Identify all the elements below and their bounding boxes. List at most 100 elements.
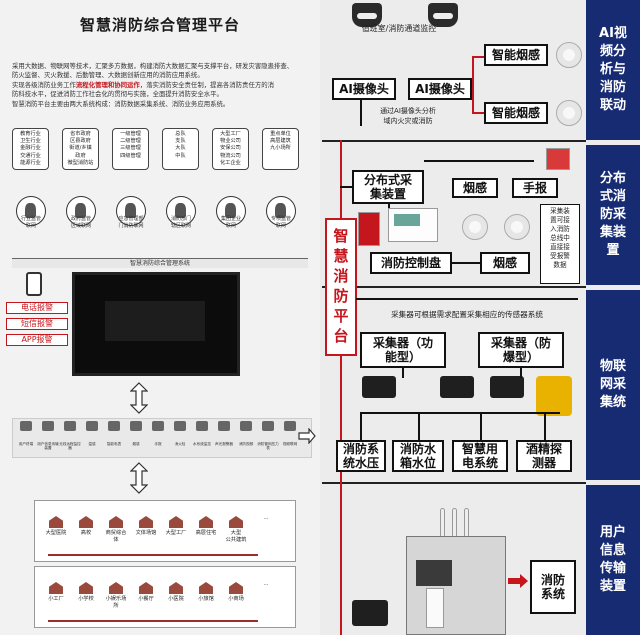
device-label: 水系统监控 <box>193 442 211 446</box>
scene-item: 小娱乐场所 <box>104 582 128 609</box>
timeline <box>48 620 258 622</box>
category-box: 省市政府 区县政府 街道/乡镇 政府 微型消防站 <box>62 128 99 170</box>
connector <box>480 412 482 440</box>
scene-item: 大型医院 <box>44 516 68 537</box>
category-box: 总队 支队 大队 中队 <box>162 128 199 170</box>
device-icon <box>170 421 190 437</box>
connector <box>340 186 352 188</box>
sensor-device-icon <box>440 376 474 398</box>
hub-label: 应急管理部 门消防联网 <box>118 216 144 229</box>
scene-item: ··· <box>263 516 269 522</box>
connector <box>520 368 522 378</box>
left-panel: 智慧消防综合管理平台 采用大数据、物联网等技术，汇聚多方数据，构建消防大数据汇聚… <box>0 0 320 635</box>
device-label: 声光报警器 <box>215 442 233 446</box>
smoke-detector-icon <box>462 214 488 240</box>
ai-note: 通过AI摄像头分析 域内火灾或消防 <box>380 107 436 125</box>
device-label: 消火栓 <box>174 442 186 446</box>
inspector-icon <box>266 196 296 226</box>
double-arrow-icon <box>130 382 148 414</box>
connector <box>360 100 362 126</box>
antenna-icon <box>440 508 445 538</box>
collector-device-icon <box>358 212 380 246</box>
manual-call-point-icon <box>546 148 570 170</box>
device-label: 视频联网 <box>282 442 298 446</box>
printer-paper-icon <box>426 588 444 628</box>
app-alarm: APP报警 <box>6 334 68 346</box>
scene-item: 小餐厅 <box>134 582 158 603</box>
device-icon <box>192 421 212 437</box>
collector-note: 采集装 置可接 入消防 总线中 直接接 受报警 数据 <box>540 204 580 284</box>
scene-item: 商贸综合体 <box>104 516 128 543</box>
device-icon <box>38 421 58 437</box>
iot-item-box: 酒精探 测器 <box>516 440 572 472</box>
device-icon <box>280 421 300 437</box>
fire-control-panel-box: 消防控制盘 <box>370 252 452 274</box>
device-label: 消防视频 <box>238 442 254 446</box>
device-icon <box>214 421 234 437</box>
small-scene-box <box>34 566 296 628</box>
gas-detector-icon <box>536 376 572 416</box>
section-divider <box>322 140 586 142</box>
firefighter-icon <box>166 196 196 226</box>
building-icon <box>229 582 243 594</box>
scene-item: 小工厂 <box>44 582 68 603</box>
category-box: 教育行业 卫生行业 金融行业 交通行业 能源行业 <box>12 128 49 170</box>
scene-item: 大型工厂 <box>164 516 188 537</box>
connector <box>360 412 560 414</box>
fire-system-box: 消防 系统 <box>530 560 576 614</box>
system-bar: 智慧消防综合管理系统 <box>12 258 308 268</box>
device-icon <box>82 421 102 437</box>
category-box: 大型工厂 物业公司 安保公司 物流公司 化工企业 <box>212 128 249 170</box>
device-icon <box>126 421 146 437</box>
iot-note: 采集器可根据需求配置采集相应的传感器系统 <box>391 310 543 319</box>
band-iot: 物联 网采 集统 <box>586 290 640 480</box>
band-transmission: 用户 信息 传输 装置 <box>586 485 640 635</box>
device-label: 烟感 <box>132 442 140 446</box>
building-icon <box>139 582 153 594</box>
device-icon <box>60 421 80 437</box>
connector <box>472 56 474 114</box>
scene-item: 小商场 <box>224 582 248 603</box>
building-icon <box>79 516 93 528</box>
scene-item: 高校 <box>74 516 98 537</box>
device-label: 手报 <box>154 442 162 446</box>
device-icon <box>258 421 278 437</box>
sms-alarm: 短信报警 <box>6 318 68 330</box>
device-icon <box>148 421 168 437</box>
collector-explosion-proof-box: 采集器（防 爆型） <box>478 332 564 368</box>
connector <box>472 56 484 58</box>
camera-label: 值班室/消防通道监控 <box>361 24 437 33</box>
building-icon <box>199 582 213 594</box>
iot-item-box: 消防水 箱水位 <box>392 440 444 472</box>
building-icon <box>49 582 63 594</box>
camera-icon <box>428 3 458 27</box>
connector <box>418 412 420 440</box>
scene-item: ··· <box>263 582 269 588</box>
connector <box>452 262 480 264</box>
clock-icon <box>116 196 146 226</box>
connector <box>356 298 578 300</box>
band-ai-video: AI视 频分 析与 消防 联动 <box>586 0 640 140</box>
large-scene-box <box>34 500 296 562</box>
device-icon <box>16 421 36 437</box>
timeline <box>48 554 258 556</box>
camera-icon <box>352 3 382 27</box>
hub-label: 行业监管 联网 <box>20 216 41 229</box>
platform-spine <box>340 356 342 635</box>
section-divider <box>322 482 586 484</box>
building-icon <box>109 582 123 594</box>
building-icon <box>199 516 213 528</box>
building-icon <box>66 196 96 226</box>
antenna-icon <box>452 508 457 538</box>
person-icon <box>16 196 46 226</box>
device-icon <box>236 421 256 437</box>
smoke-detector-icon <box>504 214 530 240</box>
building-icon <box>49 516 63 528</box>
building-icon <box>79 582 93 594</box>
intro-text: 采用大数据、物联网等技术，汇聚多方数据，构建消防大数据汇聚与支撑平台，研发灾害隐… <box>12 62 294 108</box>
connector <box>388 204 390 208</box>
connector <box>544 412 546 440</box>
antenna-icon <box>464 508 469 538</box>
smoke-detector-icon <box>556 42 582 68</box>
connector <box>402 368 404 378</box>
